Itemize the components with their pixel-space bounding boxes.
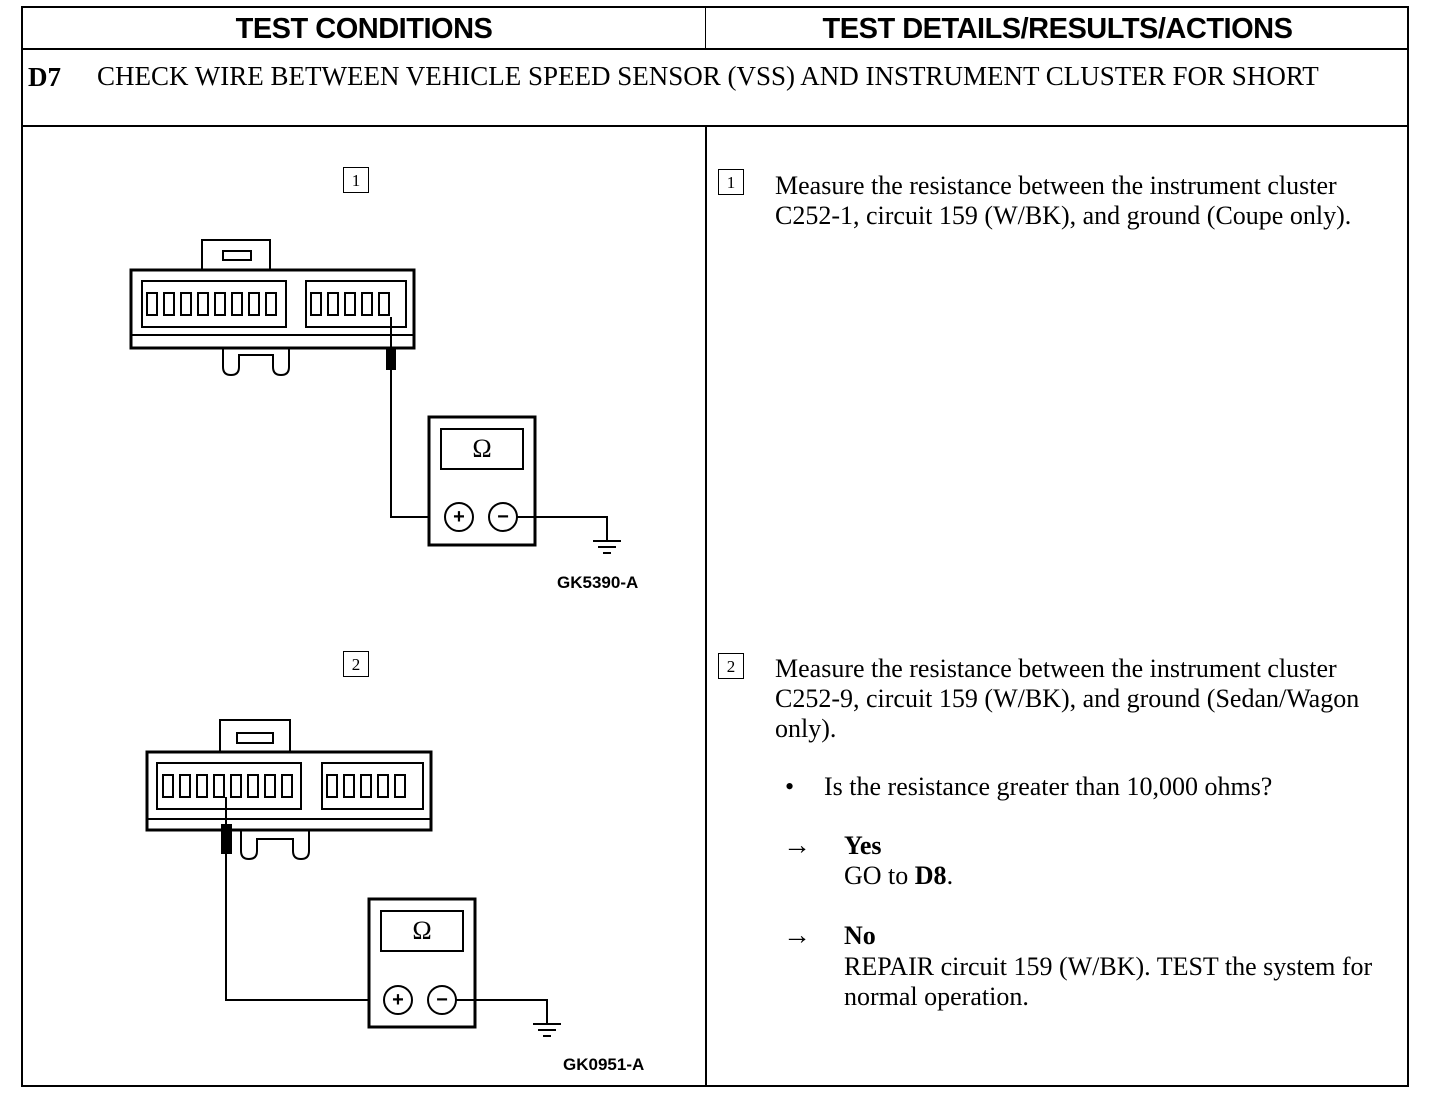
minus-terminal: −: [497, 506, 509, 528]
yes-action-suffix: .: [946, 861, 954, 890]
plus-terminal: +: [392, 989, 404, 1011]
no-action: REPAIR circuit 159 (W/BK). TEST the syst…: [844, 952, 1373, 1011]
column-divider: [705, 127, 707, 1087]
detail-step-number: 1: [718, 169, 744, 195]
header-test-conditions: TEST CONDITIONS: [23, 8, 706, 48]
test-table: TEST CONDITIONS TEST DETAILS/RESULTS/ACT…: [21, 6, 1409, 1087]
connector-diagram: [145, 719, 561, 1037]
header-row: TEST CONDITIONS TEST DETAILS/RESULTS/ACT…: [23, 8, 1407, 50]
step-title-row: D7 CHECK WIRE BETWEEN VEHICLE SPEED SENS…: [23, 50, 1407, 127]
figure-step-number: 2: [343, 651, 369, 677]
yes-action-text: GO to: [844, 861, 915, 890]
no-label: No: [844, 921, 876, 950]
figure-2: 2: [23, 607, 705, 1082]
yes-action: GO to D8.: [844, 861, 1384, 891]
yes-label: Yes: [844, 831, 882, 860]
header-test-details: TEST DETAILS/RESULTS/ACTIONS: [822, 13, 1293, 45]
question-text: Is the resistance greater than 10,000 oh…: [824, 772, 1273, 801]
ohm-symbol: Ω: [412, 916, 432, 945]
figure-1: 1: [23, 127, 705, 607]
connector-diagram: [129, 239, 621, 554]
figure-code: GK0951-A: [563, 1055, 645, 1074]
yes-arrow: →: [783, 830, 811, 861]
yes-action-link[interactable]: D8: [914, 861, 947, 890]
figure-code: GK5390-A: [557, 573, 639, 592]
question-bullet: •: [785, 772, 795, 801]
minus-terminal: −: [436, 989, 448, 1011]
ohm-symbol: Ω: [472, 434, 492, 463]
step-title: CHECK WIRE BETWEEN VEHICLE SPEED SENSOR …: [97, 61, 1319, 91]
plus-terminal: +: [453, 506, 465, 528]
detail-step-2-text: Measure the resistance between the instr…: [775, 654, 1360, 743]
detail-step-number: 2: [718, 653, 744, 679]
step-id: D7: [28, 62, 61, 92]
detail-step-1-text: Measure the resistance between the instr…: [775, 171, 1352, 230]
no-arrow: →: [783, 920, 811, 951]
figure-step-number: 1: [343, 167, 369, 193]
